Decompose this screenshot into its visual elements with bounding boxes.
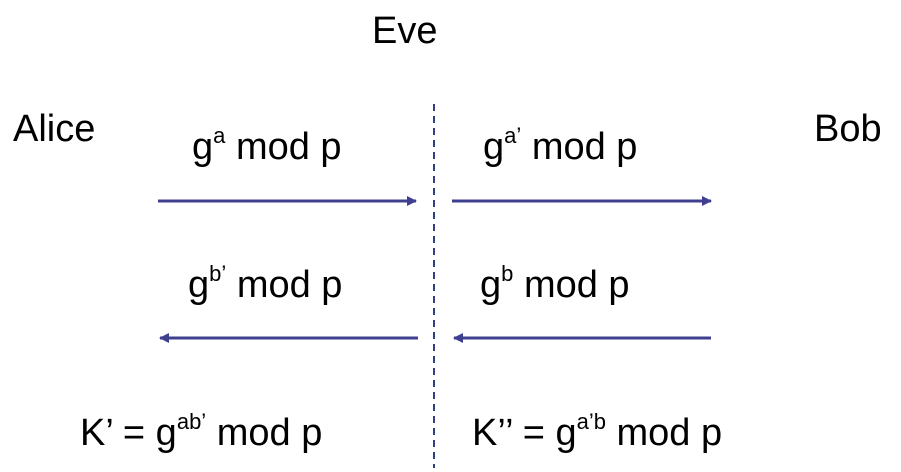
msg-base: g [483, 126, 505, 168]
eve-label: Eve [372, 10, 438, 52]
alice-key: K’ = gab’ mod p [80, 411, 323, 454]
key-exponent: a’b [576, 409, 606, 434]
alice-label: Alice [13, 108, 96, 150]
msg-eve-to-bob: ga’ mod p [483, 125, 638, 168]
key-rest: mod p [206, 412, 323, 454]
key-exponent: ab’ [176, 409, 207, 434]
bob-key: K’’ = ga’b mod p [472, 411, 723, 454]
bob-label: Bob [814, 108, 882, 150]
msg-exponent: a [213, 123, 226, 148]
msg-rest: mod p [226, 264, 343, 306]
key-rest: mod p [605, 412, 723, 454]
msg-rest: mod p [225, 126, 342, 168]
msg-exponent: b’ [209, 261, 227, 286]
msg-exponent: a’ [504, 123, 522, 148]
msg-base: g [192, 126, 214, 168]
msg-rest: mod p [513, 264, 630, 306]
msg-eve-to-alice: gb’ mod p [188, 263, 343, 306]
key-prefix: K’’ = g [472, 412, 577, 454]
msg-alice-to-eve: ga mod p [192, 125, 342, 168]
msg-bob-to-eve: gb mod p [480, 263, 630, 306]
msg-base: g [480, 264, 502, 306]
msg-rest: mod p [521, 126, 638, 168]
msg-base: g [188, 264, 210, 306]
key-prefix: K’ = g [80, 412, 177, 454]
msg-exponent: b [501, 261, 514, 286]
